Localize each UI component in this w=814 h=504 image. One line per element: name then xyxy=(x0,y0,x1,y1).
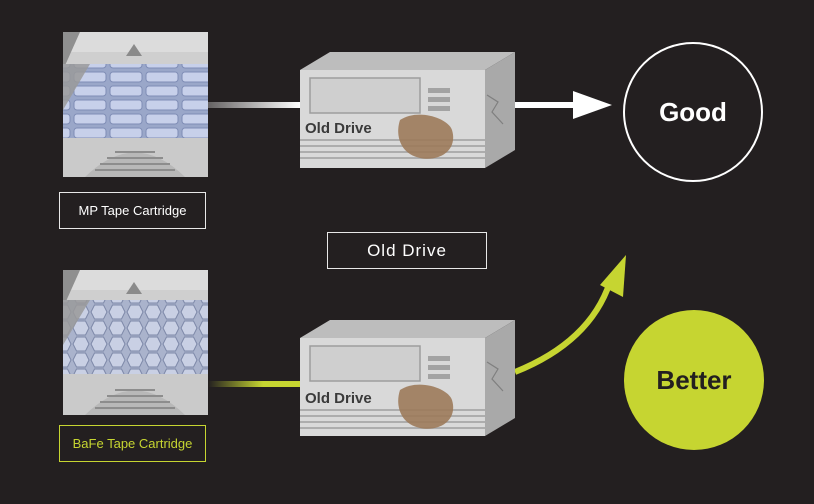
top-arrow-head xyxy=(573,91,612,119)
cartridge-triangle-icon xyxy=(126,282,142,294)
bottom-connector-line xyxy=(208,381,300,387)
cartridge-triangle-icon xyxy=(126,44,142,56)
top-output-line xyxy=(515,102,575,108)
bottom-drive-label: Old Drive xyxy=(305,390,372,407)
top-old-drive xyxy=(300,52,515,168)
better-result-label: Better xyxy=(656,364,732,395)
better-result-circle: Better xyxy=(624,310,764,450)
bottom-curved-arrow xyxy=(513,281,613,375)
bottom-old-drive xyxy=(300,320,515,436)
bafe-tape-cartridge xyxy=(63,270,208,415)
good-result-circle: Good xyxy=(623,42,763,182)
good-result-label: Good xyxy=(659,96,727,127)
top-drive-label: Old Drive xyxy=(305,120,372,137)
mp-cartridge-label: MP Tape Cartridge xyxy=(59,192,206,229)
bafe-cartridge-label: BaFe Tape Cartridge xyxy=(59,425,206,462)
top-connector-line xyxy=(208,102,300,108)
bottom-arrow-head xyxy=(600,255,626,297)
mp-tape-cartridge xyxy=(63,32,208,177)
old-drive-center-label: Old Drive xyxy=(327,232,487,269)
